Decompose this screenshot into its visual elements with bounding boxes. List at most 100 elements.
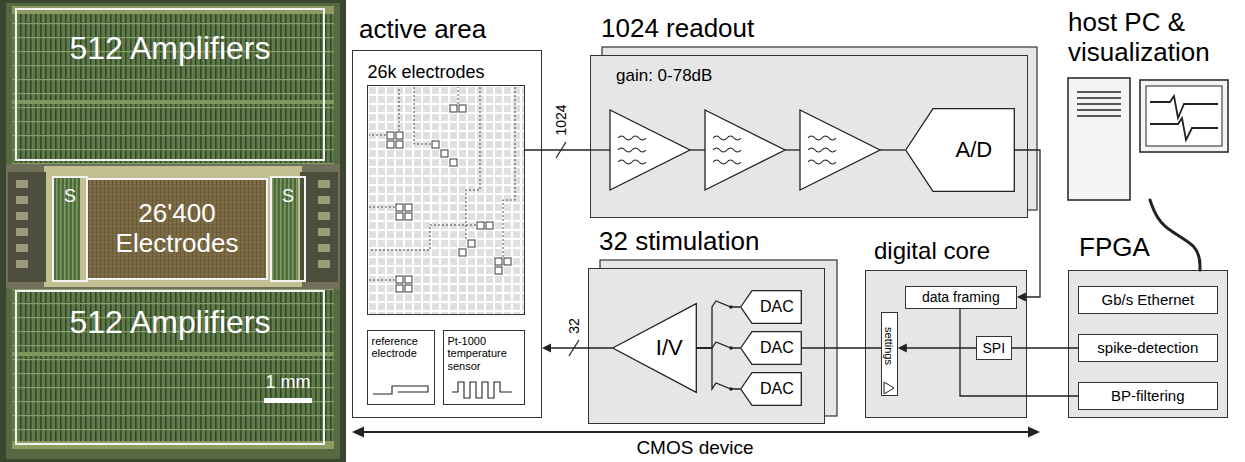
panel: 32 stimulationI/VDACDACDAC xyxy=(588,268,825,424)
dac-block: DAC xyxy=(740,290,802,324)
decoration xyxy=(16,196,28,204)
region-label: S xyxy=(64,186,76,207)
decoration xyxy=(808,148,836,152)
panel-heading: 1024 readout xyxy=(601,14,754,44)
connector xyxy=(697,301,740,348)
decoration xyxy=(590,149,610,150)
connector-line xyxy=(525,149,591,150)
decoration xyxy=(362,431,1030,433)
connector-line xyxy=(697,348,740,389)
amplifier-chain xyxy=(590,110,905,190)
process-box: BP-filtering xyxy=(1078,382,1218,410)
span-label: CMOS device xyxy=(636,437,753,459)
text-holder: 1 mm xyxy=(266,372,311,393)
decoration xyxy=(466,87,480,239)
region-label: 26'400 Electrodes xyxy=(92,199,262,259)
arrowhead xyxy=(542,344,551,353)
decoration xyxy=(1146,86,1222,146)
decoration xyxy=(1077,103,1121,105)
arrowhead xyxy=(898,344,907,353)
decoration xyxy=(503,87,515,257)
text-holder: settings xyxy=(883,327,896,365)
block-label: I/V xyxy=(656,335,683,360)
bus-slash xyxy=(556,142,566,158)
connector xyxy=(802,348,881,349)
scale-label: 1 mm xyxy=(266,372,311,393)
decoration xyxy=(387,141,394,148)
bandpass-symbol xyxy=(618,136,836,164)
stimulation-block xyxy=(270,176,298,282)
decoration xyxy=(808,136,836,140)
clock-symbol xyxy=(884,382,894,394)
decoration xyxy=(432,141,439,148)
electrode-grid xyxy=(368,86,524,314)
decoration xyxy=(318,244,330,252)
decoration xyxy=(880,149,905,150)
box-heading: 26k electrodes xyxy=(368,62,485,83)
block-label: DAC xyxy=(760,339,794,357)
box-label: settings xyxy=(883,327,896,365)
text-holder: CMOS device xyxy=(636,437,753,459)
decoration xyxy=(713,148,741,152)
connector xyxy=(1150,200,1200,270)
electrode-array xyxy=(86,178,268,280)
decoration xyxy=(477,222,484,229)
stimulation-region: S xyxy=(270,176,306,282)
decoration xyxy=(459,105,466,112)
connector-line xyxy=(549,347,612,348)
decoration xyxy=(450,159,457,166)
box-label: SPI xyxy=(983,340,1006,356)
decoration xyxy=(399,87,400,131)
decoration xyxy=(369,225,476,250)
decoration xyxy=(459,249,466,256)
routing-wires xyxy=(369,87,515,280)
decoration xyxy=(1150,118,1218,140)
text-holder: BP-filtering xyxy=(1079,383,1217,409)
text-holder: Pt-1000 temperature sensor xyxy=(448,335,520,373)
decoration xyxy=(1077,115,1121,117)
decoration xyxy=(16,260,28,268)
decoration xyxy=(808,160,836,164)
gain-note: gain: 0-78dB xyxy=(616,66,1002,86)
stimulation-region: S xyxy=(52,176,88,282)
text-holder: reference electrode xyxy=(372,335,430,360)
box-label: Pt-1000 temperature sensor xyxy=(448,335,520,373)
connector-line xyxy=(697,301,740,348)
reference-electrode-symbol xyxy=(373,386,428,394)
connector xyxy=(898,344,976,353)
text-holder: DAC xyxy=(752,372,802,406)
box-label: spike-detection xyxy=(1097,339,1198,356)
amplifier-region: 512 Amplifiers xyxy=(15,290,325,445)
decoration xyxy=(318,228,330,236)
block-label: DAC xyxy=(760,380,794,398)
panel-heading: active area xyxy=(359,15,486,45)
text-holder: 1024 xyxy=(553,104,569,135)
process-box: spike-detection xyxy=(1078,334,1218,362)
decoration xyxy=(690,149,705,150)
decoration xyxy=(1150,96,1218,118)
bus-slash xyxy=(569,340,579,356)
amplifier-triangle: I/V xyxy=(612,303,697,393)
connector-line xyxy=(1012,347,1078,348)
decoration xyxy=(405,285,412,292)
connector xyxy=(542,340,612,356)
connector-line xyxy=(1015,150,1040,297)
shape-outline xyxy=(905,108,1014,191)
text-holder: S xyxy=(272,186,304,207)
shape-outline xyxy=(740,372,801,405)
connector-line xyxy=(802,347,881,348)
amplifier-region: 512 Amplifiers xyxy=(15,8,325,161)
cable xyxy=(1150,200,1200,270)
chip-photo xyxy=(0,0,346,462)
connector-line xyxy=(905,347,976,348)
panel-heading: FPGA xyxy=(1079,233,1150,263)
decoration xyxy=(396,285,403,292)
decoration xyxy=(352,427,364,438)
text-holder: S xyxy=(54,186,86,207)
die xyxy=(0,0,346,462)
middle-strip xyxy=(6,164,340,289)
die-core xyxy=(6,3,340,459)
box-label: reference electrode xyxy=(372,335,430,360)
decoration xyxy=(1028,427,1040,438)
